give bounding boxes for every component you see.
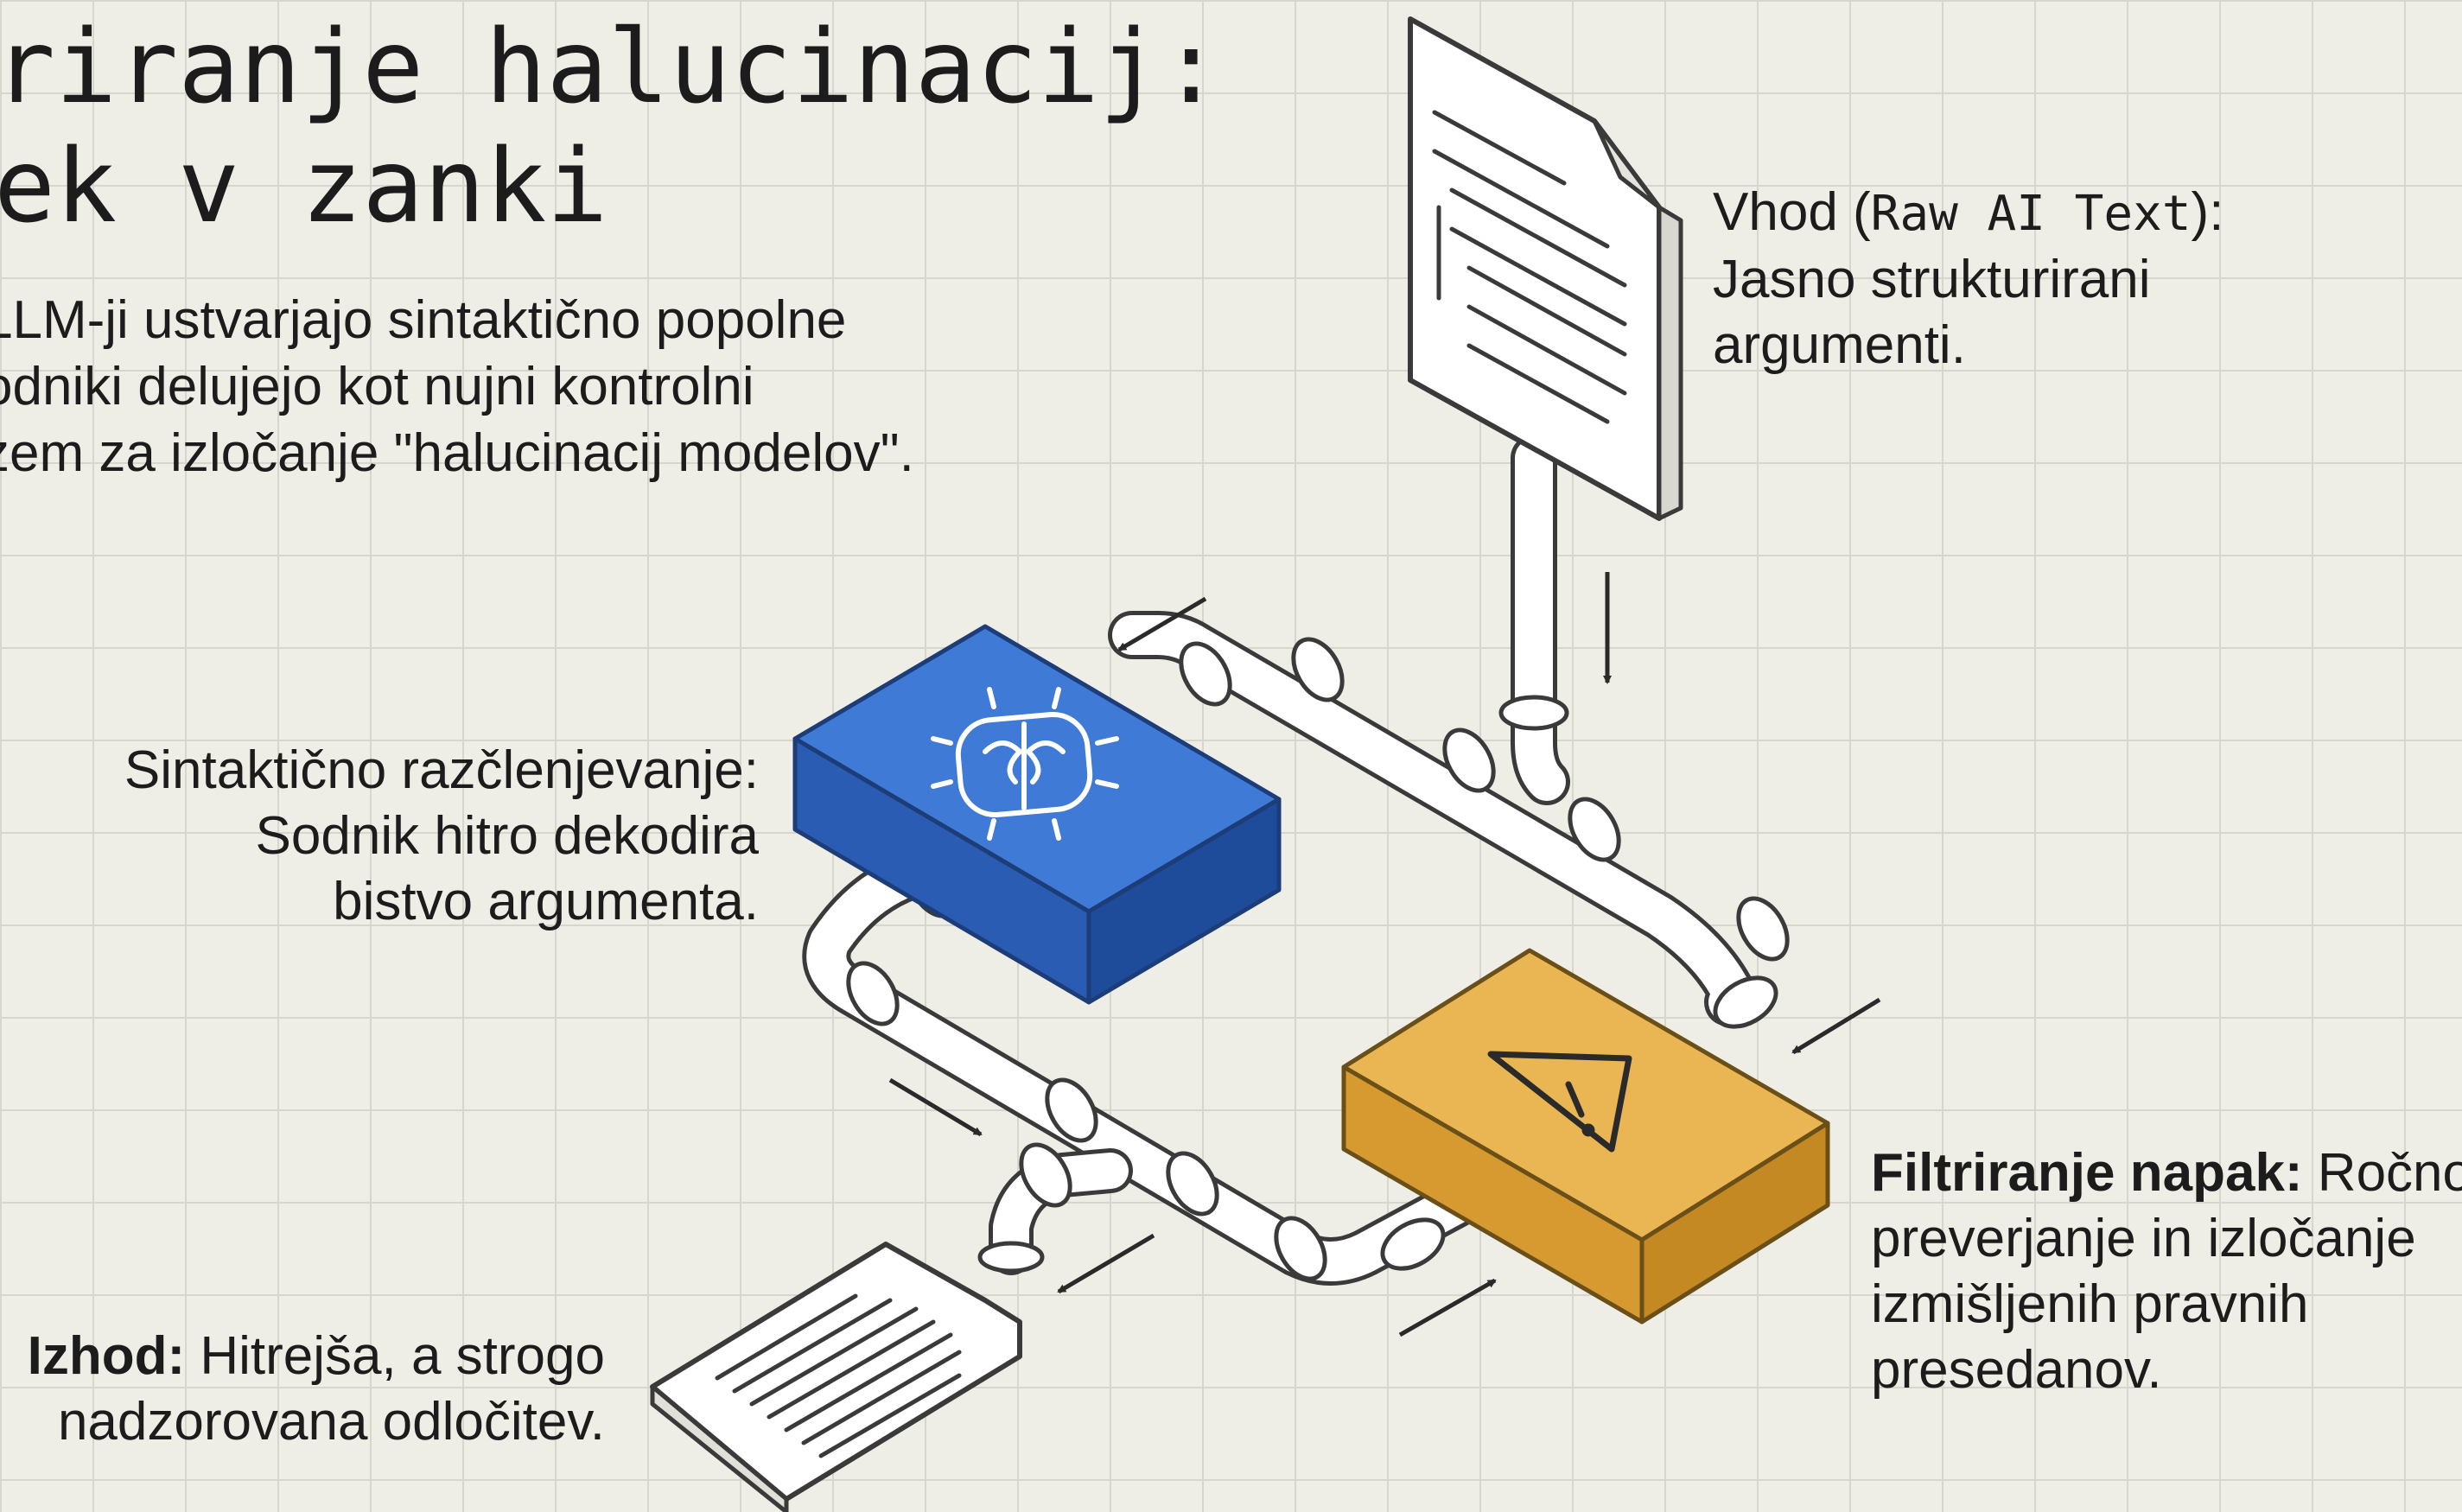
- parsing-label: Sintaktično razčlenjevanje: Sodnik hitro…: [52, 738, 759, 935]
- filtering-line-2: preverjanje in izločanje: [1871, 1209, 2416, 1268]
- filtering-heading: Filtriranje napak:: [1871, 1143, 2303, 1203]
- filtering-line-4: presedanov.: [1871, 1340, 2162, 1400]
- output-label: Izhod: Hitrejša, a strogo nadzorovana od…: [9, 1324, 605, 1455]
- subtitle-line-1: LLM-ji ustvarjajo sintaktično popolne: [0, 290, 847, 350]
- parsing-line-3: bistvo argumenta.: [333, 872, 759, 931]
- output-document: [650, 1242, 1022, 1512]
- page-title: triranje halucinacij: vek v zanki: [0, 7, 1222, 245]
- input-suffix: ):: [2191, 182, 2224, 242]
- input-code: Raw AI Text: [1870, 186, 2192, 242]
- document-icon: [1432, 110, 1627, 424]
- error-filter-box: [1341, 948, 1830, 1325]
- flow-arrows: [888, 572, 1881, 1337]
- filtering-line-3: izmišljenih pravnih: [1871, 1274, 2309, 1334]
- input-prefix: Vhod (: [1713, 182, 1871, 242]
- input-line-3: argumenti.: [1713, 315, 1966, 375]
- output-line-2: nadzorovana odločitev.: [57, 1392, 605, 1452]
- arrow-to-ai-box: [1117, 596, 1207, 652]
- arrow-into-filter: [1791, 997, 1881, 1055]
- output-heading: Izhod:: [27, 1326, 186, 1386]
- arrow-lower-loop: [888, 1077, 983, 1137]
- arrow-to-output: [1057, 1233, 1155, 1294]
- filtering-line-1: Ročno: [2302, 1143, 2462, 1203]
- brain-chip-icon: [931, 687, 1119, 841]
- parsing-line-2: Sodnik hitro dekodira: [255, 806, 759, 866]
- input-label: Vhod (Raw AI Text): Jasno strukturirani …: [1713, 180, 2223, 378]
- filtering-label: Filtriranje napak: Ročno preverjanje in …: [1871, 1140, 2462, 1403]
- title-line-1: triranje halucinacij:: [0, 7, 1222, 126]
- page-subtitle: LLM-ji ustvarjajo sintaktično popolne od…: [0, 287, 914, 486]
- warning-triangle-icon: [1487, 1051, 1632, 1153]
- arrow-from-filter: [1398, 1278, 1497, 1337]
- input-document: [1408, 16, 1683, 521]
- input-line-2: Jasno strukturirani: [1713, 250, 2151, 309]
- parsing-line-1: Sintaktično razčlenjevanje:: [124, 740, 759, 800]
- output-line-1: Hitrejša, a strogo: [185, 1326, 605, 1386]
- title-line-2: vek v zanki: [0, 126, 608, 245]
- pipe-loop: [802, 435, 1757, 1286]
- subtitle-line-2: odniki delujejo kot nujni kontrolni: [0, 357, 754, 416]
- subtitle-line-3: zem za izločanje "halucinacij modelov".: [0, 423, 914, 483]
- document-icon: [715, 1293, 962, 1458]
